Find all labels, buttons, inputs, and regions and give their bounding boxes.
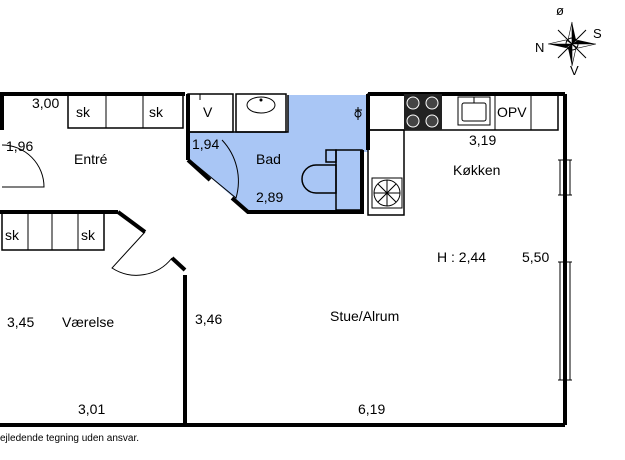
room-cabinets bbox=[1, 211, 105, 251]
room-entre: Entré bbox=[74, 151, 108, 167]
cabinet-label-1: sk bbox=[76, 104, 91, 120]
bathroom-floor bbox=[190, 95, 368, 210]
room-kokken: Køkken bbox=[453, 162, 500, 178]
room-door-swing bbox=[111, 231, 173, 276]
cabinet-label-4: sk bbox=[81, 227, 96, 243]
dim-kokken-top: 3,19 bbox=[469, 132, 496, 148]
dim-vaerelse-left: 3,45 bbox=[7, 314, 34, 330]
cabinet-label-3: sk bbox=[5, 227, 20, 243]
compass-s: S bbox=[593, 26, 602, 41]
dim-stue-bottom: 6,19 bbox=[358, 401, 385, 417]
bath-door-swing bbox=[189, 139, 239, 199]
dim-bad-left: 1,94 bbox=[192, 136, 219, 152]
dim-vaerelse-bottom: 3,01 bbox=[78, 401, 105, 417]
dim-entre-left: 1,96 bbox=[6, 138, 33, 154]
entrance-door-swing bbox=[1, 144, 45, 188]
dim-bad-bottom: 2,89 bbox=[256, 189, 283, 205]
cabinet-label-2: sk bbox=[149, 104, 164, 120]
dim-entre-top: 3,00 bbox=[32, 95, 59, 111]
room-vaerelse: Værelse bbox=[62, 314, 114, 330]
room-bad: Bad bbox=[256, 151, 281, 167]
dim-stue-left: 3,46 bbox=[195, 311, 222, 327]
windows bbox=[199, 94, 572, 381]
toilet-icon bbox=[301, 107, 363, 211]
dim-stue-right: 5,50 bbox=[522, 249, 549, 265]
disclaimer-text: ejledende tegning uden ansvar. bbox=[0, 433, 140, 444]
opv-label: OPV bbox=[497, 104, 527, 120]
compass-o: ø bbox=[556, 3, 564, 18]
entre-cabinets bbox=[67, 93, 287, 133]
compass-n: N bbox=[535, 40, 544, 55]
ceiling-height: H : 2,44 bbox=[437, 249, 486, 265]
kitchen-counter bbox=[367, 93, 559, 216]
room-stue: Stue/Alrum bbox=[330, 308, 399, 324]
compass-v: V bbox=[570, 63, 579, 78]
v-label: V bbox=[203, 104, 213, 120]
compass-icon bbox=[547, 21, 597, 67]
